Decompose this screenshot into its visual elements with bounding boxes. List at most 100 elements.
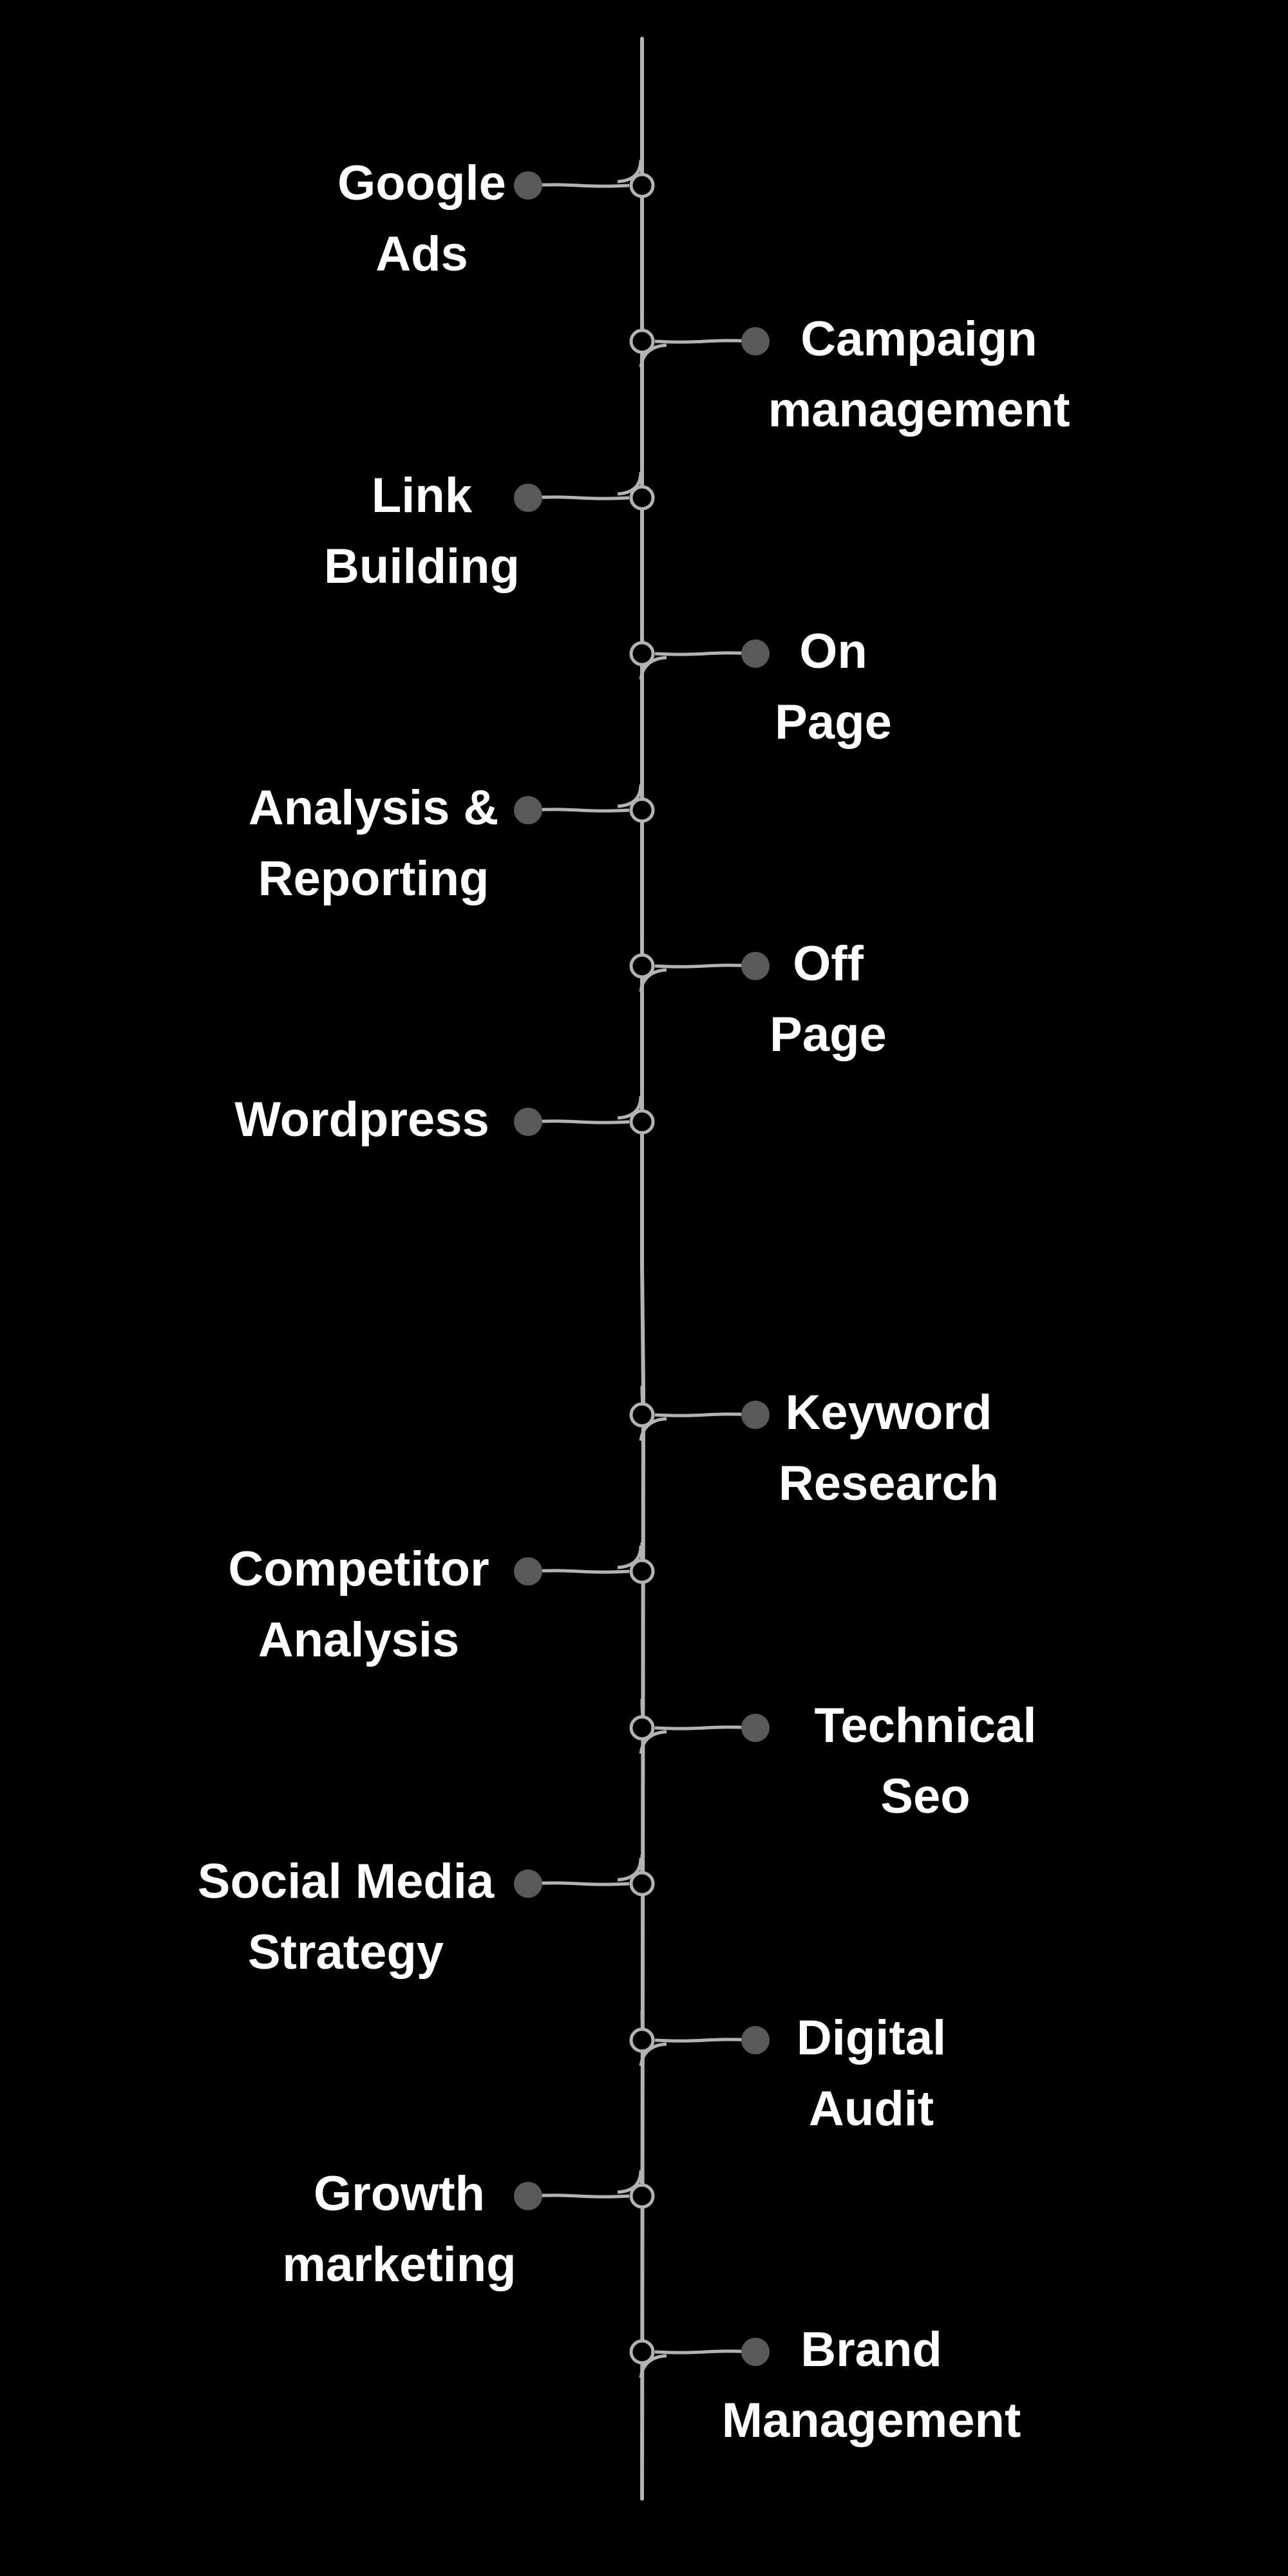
timeline-label-13: Growth marketing — [282, 2159, 516, 2300]
node-connector — [527, 495, 630, 500]
node-connector — [654, 651, 756, 656]
timeline-node-12 — [629, 2011, 770, 2067]
label-line: Analysis & — [248, 781, 499, 835]
node-ring — [629, 173, 655, 198]
timeline-node-7 — [514, 1092, 655, 1136]
node-bracket — [640, 2011, 645, 2029]
node-connector — [654, 2349, 756, 2354]
label-line: Audit — [808, 2081, 934, 2136]
node-ring — [629, 328, 655, 354]
node-connector — [527, 2193, 630, 2199]
node-connector — [654, 1412, 756, 1417]
node-connector — [527, 808, 630, 813]
label-line: Growth — [314, 2166, 485, 2221]
timeline-node-4 — [629, 624, 770, 680]
timeline-node-9 — [514, 1542, 655, 1586]
node-ring — [629, 953, 655, 979]
timeline-nodes — [514, 156, 770, 2378]
label-line: Campaign — [800, 312, 1037, 366]
node-dot — [514, 2182, 542, 2210]
label-line: Research — [778, 1456, 999, 1511]
node-connector — [654, 2038, 756, 2043]
node-ring — [629, 485, 655, 511]
node-ring — [629, 641, 655, 667]
label-line: Management — [721, 2393, 1021, 2448]
timeline-label-5: Analysis & Reporting — [249, 773, 499, 914]
node-ring — [629, 1558, 655, 1584]
timeline-node-13 — [514, 2166, 655, 2210]
label-line: Keyword — [785, 1385, 992, 1440]
node-bracket — [640, 624, 645, 643]
node-dot — [741, 1401, 770, 1429]
label-line: Page — [770, 1007, 887, 1062]
node-connector — [654, 339, 756, 344]
node-dot — [741, 639, 770, 668]
node-dot — [514, 1870, 542, 1898]
node-dot — [741, 2026, 770, 2054]
node-dot — [514, 484, 542, 512]
node-bracket — [640, 312, 645, 330]
node-bracket — [640, 1698, 645, 1717]
node-ring — [629, 1715, 655, 1741]
node-dot — [514, 1108, 542, 1136]
node-bracket — [640, 2322, 645, 2341]
node-connector — [654, 1725, 756, 1730]
node-ring — [629, 1871, 655, 1897]
label-line: Google — [337, 156, 506, 211]
label-line: Analysis — [258, 1613, 460, 1667]
label-line: Off — [793, 936, 864, 991]
timeline-node-10 — [629, 1698, 770, 1754]
node-dot — [514, 1557, 542, 1586]
node-ring — [629, 2183, 655, 2209]
timeline-node-6 — [629, 936, 770, 992]
label-line: marketing — [282, 2237, 516, 2292]
label-line: Competitor — [228, 1542, 489, 1596]
label-line: management — [768, 383, 1070, 437]
node-ring — [629, 797, 655, 823]
label-line: Building — [324, 539, 520, 594]
timeline-node-2 — [629, 312, 770, 368]
node-connector — [527, 1569, 630, 1574]
label-line: On — [799, 624, 867, 679]
node-ring — [629, 1402, 655, 1428]
label-line: Wordpress — [234, 1092, 489, 1147]
node-dot — [514, 171, 542, 200]
node-ring — [629, 2339, 655, 2365]
node-dot — [741, 327, 770, 355]
node-ring — [629, 1109, 655, 1135]
node-dot — [741, 2338, 770, 2366]
label-line: Brand — [800, 2322, 942, 2377]
label-line: Seo — [880, 1769, 971, 1824]
label-line: Technical — [814, 1698, 1037, 1753]
label-line: Page — [775, 695, 892, 750]
node-bracket — [640, 936, 645, 955]
label-line: Reporting — [258, 851, 489, 906]
timeline-node-11 — [514, 1854, 655, 1898]
node-ring — [629, 2027, 655, 2053]
timeline-label-2: Campaign management — [768, 304, 1070, 446]
label-line: Ads — [375, 227, 468, 281]
node-dot — [741, 952, 770, 980]
timeline-node-8 — [629, 1385, 770, 1441]
timeline-node-14 — [629, 2322, 770, 2378]
timeline-node-1 — [514, 156, 655, 200]
timeline-node-3 — [514, 468, 655, 512]
timeline-spine — [640, 37, 646, 2501]
node-connector — [527, 183, 630, 188]
label-line: Digital — [796, 2011, 947, 2065]
node-connector — [527, 1881, 630, 1886]
node-dot — [741, 1714, 770, 1742]
node-dot — [514, 796, 542, 824]
label-line: Strategy — [247, 1925, 444, 1980]
